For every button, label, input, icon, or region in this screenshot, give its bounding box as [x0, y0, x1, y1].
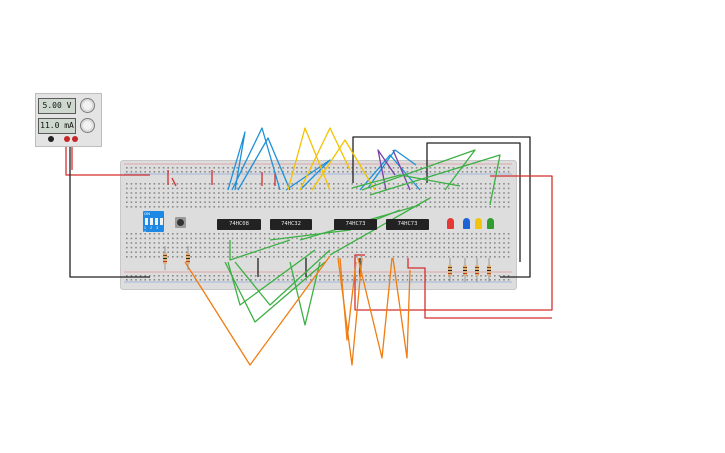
resistor-0[interactable] [163, 246, 167, 270]
wire-green-34[interactable] [269, 209, 401, 241]
wire-green-36[interactable] [329, 197, 431, 256]
wire-green-33[interactable] [289, 261, 321, 326]
resistor-2[interactable] [448, 258, 452, 282]
pushbutton[interactable] [175, 217, 186, 228]
chip-74hc08[interactable]: 74HC08 [217, 219, 261, 230]
dip-switch-4[interactable] [160, 218, 163, 225]
wire-green-29[interactable] [229, 239, 291, 261]
wire-red-13[interactable] [354, 175, 553, 311]
wire-yellow-21[interactable] [287, 127, 331, 191]
wire-blue-17[interactable] [237, 137, 291, 191]
wire-orange-41[interactable] [339, 257, 357, 341]
wire-orange-40[interactable] [392, 257, 411, 359]
pushbutton-cap [177, 219, 184, 226]
current-knob[interactable] [80, 118, 95, 133]
positive-terminal[interactable] [64, 136, 70, 142]
wire-green-26[interactable] [361, 149, 476, 191]
wires-layer [65, 127, 553, 366]
led-red[interactable] [447, 218, 454, 229]
wire-green-27[interactable] [369, 154, 501, 206]
dip-switch-2[interactable] [150, 218, 153, 225]
led-green[interactable] [487, 218, 494, 229]
led-yellow[interactable] [475, 218, 482, 229]
wire-black-2[interactable] [69, 140, 150, 278]
dip-switch-1[interactable] [145, 218, 148, 225]
wire-blue-20[interactable] [367, 149, 417, 189]
dip-switch[interactable]: ON 1 2 3 4 [143, 211, 164, 234]
power-supply: 5.00 V 11.0 mA [35, 93, 102, 147]
resistor-5[interactable] [487, 258, 491, 282]
breadboard-holes [124, 163, 512, 283]
resistor-4[interactable] [475, 258, 479, 282]
current-display: 11.0 mA [38, 118, 76, 134]
voltage-display: 5.00 V [38, 98, 76, 114]
wire-blue-15[interactable] [227, 131, 246, 191]
wire-green-32[interactable] [227, 249, 316, 306]
chip-74hc32[interactable]: 74HC32 [270, 219, 312, 230]
wire-red-0[interactable] [65, 140, 150, 176]
wire-green-30[interactable] [224, 261, 326, 323]
led-blue[interactable] [463, 218, 470, 229]
wire-purple-24[interactable] [377, 149, 396, 191]
wire-red-14[interactable] [407, 258, 552, 319]
dip-switch-numbers: 1 2 3 4 [144, 226, 160, 234]
negative-terminal[interactable] [48, 136, 54, 142]
dip-switch-on-label: ON [144, 211, 150, 216]
voltage-knob[interactable] [80, 98, 95, 113]
chip-74hc73-b[interactable]: 74HC73 [386, 219, 429, 230]
ground-terminal[interactable] [72, 136, 78, 142]
wire-blue-19[interactable] [359, 154, 421, 191]
wire-black-12[interactable] [426, 142, 521, 262]
wire-yellow-23[interactable] [311, 139, 376, 191]
chip-74hc73-a[interactable]: 74HC73 [334, 219, 377, 230]
wire-red-4[interactable] [171, 177, 177, 187]
resistor-3[interactable] [463, 258, 467, 282]
resistor-1[interactable] [186, 246, 190, 270]
wire-orange-37[interactable] [184, 255, 331, 366]
wire-yellow-22[interactable] [299, 127, 351, 191]
wire-blue-18[interactable] [285, 159, 331, 191]
wire-orange-39[interactable] [357, 257, 393, 359]
wire-green-28[interactable] [351, 174, 461, 189]
wire-green-31[interactable] [234, 249, 331, 306]
resistors-layer [163, 246, 491, 282]
wire-blue-16[interactable] [231, 127, 281, 191]
dip-switch-3[interactable] [155, 218, 158, 225]
